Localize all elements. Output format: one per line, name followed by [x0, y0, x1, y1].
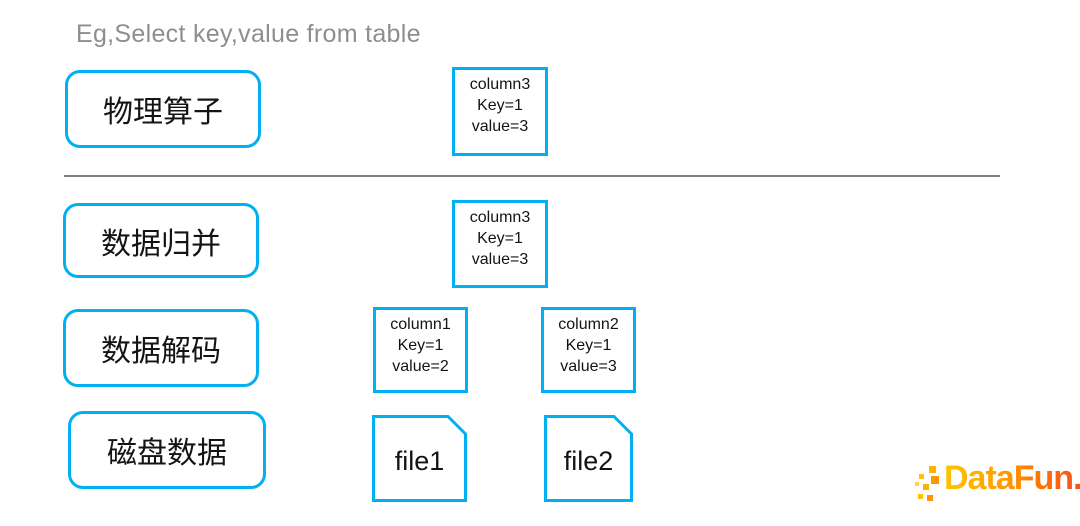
file-label: file2 — [563, 446, 614, 476]
logo-pixels-icon — [915, 466, 939, 501]
stage-box-data-decode: 数据解码 — [63, 309, 259, 387]
horizontal-divider — [64, 175, 1000, 177]
column-value: value=3 — [560, 358, 617, 376]
column-value: value=2 — [392, 358, 449, 376]
column-name: column3 — [469, 209, 531, 226]
data-box-column3-top: column3 Key=1 value=3 — [452, 67, 548, 156]
stage-label: 数据归并 — [101, 227, 221, 261]
column-value: value=3 — [471, 251, 529, 269]
file-shape-2: file2 — [544, 415, 633, 502]
stage-label: 数据解码 — [101, 335, 221, 368]
column-key: Key=1 — [477, 97, 523, 115]
stage-box-disk-data: 磁盘数据 — [68, 411, 266, 489]
stage-box-physical-operator: 物理算子 — [65, 70, 261, 148]
column-key: Key=1 — [565, 337, 612, 355]
file-shape-1: file1 — [372, 415, 467, 502]
stage-label: 物理算子 — [103, 96, 223, 129]
data-box-column1: column1 Key=1 value=2 — [373, 307, 468, 393]
slide-title: Eg,Select key,value from table — [76, 20, 421, 48]
data-box-column3-merge: column3 Key=1 value=3 — [452, 200, 548, 288]
column-name: column1 — [390, 316, 451, 333]
stage-box-data-merge: 数据归并 — [63, 203, 259, 278]
file-label: file1 — [394, 446, 445, 476]
datafun-logo: DataFun. — [915, 459, 1080, 505]
column-key: Key=1 — [477, 230, 523, 248]
document-icon — [372, 415, 467, 502]
column-name: column2 — [558, 316, 619, 333]
data-box-column2: column2 Key=1 value=3 — [541, 307, 636, 393]
column-value: value=3 — [471, 118, 529, 136]
logo-wordmark: DataFun. — [944, 459, 1080, 497]
document-icon — [544, 415, 633, 502]
column-key: Key=1 — [397, 337, 444, 355]
column-name: column3 — [469, 76, 531, 93]
stage-label: 磁盘数据 — [107, 437, 227, 470]
